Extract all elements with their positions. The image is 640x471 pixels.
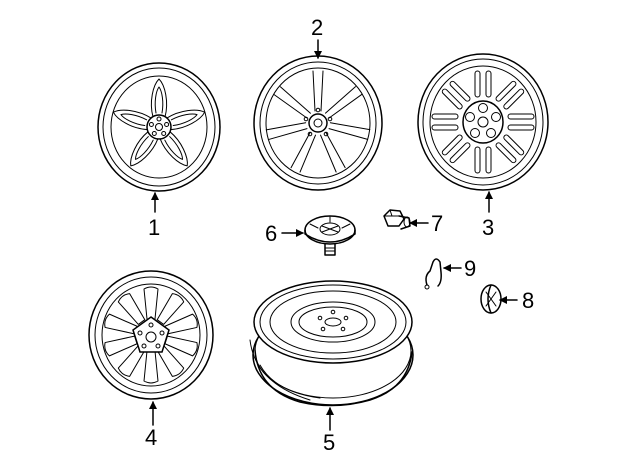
callout-6: 6 — [265, 221, 277, 246]
wheel-3 — [417, 53, 549, 191]
hold-down-bolt-6 — [304, 215, 356, 256]
lug-nut-7 — [383, 209, 411, 230]
leader-arrows — [149, 39, 518, 431]
callout-2: 2 — [311, 15, 323, 40]
callout-5: 5 — [323, 430, 335, 455]
callout-3: 3 — [482, 215, 494, 240]
spare-wheel-5 — [249, 280, 414, 407]
callout-1: 1 — [148, 215, 160, 240]
wheel-4 — [88, 270, 214, 400]
wheel-1 — [97, 62, 221, 192]
wheel-2 — [253, 55, 383, 191]
callout-4: 4 — [145, 425, 157, 450]
valve-clip-9 — [424, 258, 442, 290]
callout-7: 7 — [431, 211, 443, 236]
center-cap-8 — [480, 284, 502, 314]
callout-8: 8 — [522, 288, 534, 313]
callout-9: 9 — [464, 256, 476, 281]
